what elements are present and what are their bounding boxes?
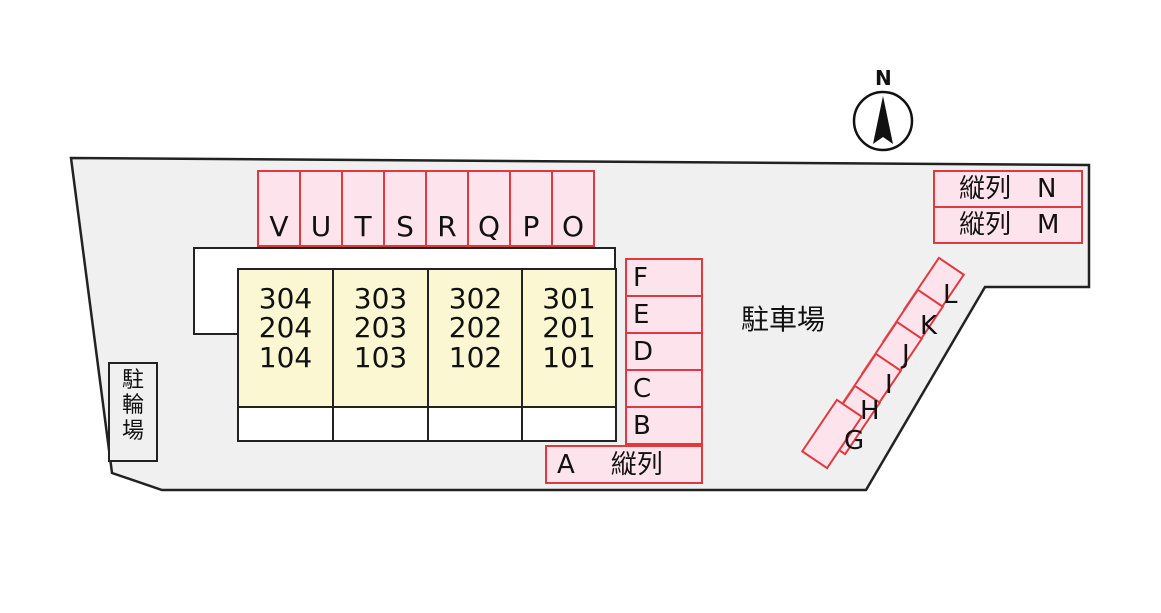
parking-slot-b[interactable]: B <box>625 406 703 445</box>
parking-slot-o[interactable]: O <box>551 170 595 247</box>
unit-202: 202 <box>448 311 503 345</box>
parking-slot-n[interactable]: 縦列 N <box>933 170 1083 208</box>
parking-slot-q[interactable]: Q <box>467 170 511 247</box>
parking-slot-l: L <box>943 280 958 310</box>
unit-303: 303 <box>353 282 408 315</box>
unit-302: 302 <box>448 282 503 315</box>
parking-slot-f[interactable]: F <box>625 258 703 297</box>
balcony-2 <box>427 406 524 442</box>
balcony-3 <box>332 406 429 442</box>
bike-parking: 駐 輪 場 <box>108 362 158 462</box>
unit-column-3[interactable]: 303 203 103 <box>332 268 429 408</box>
parking-slot-u[interactable]: U <box>299 170 343 247</box>
slot-a-note: 縦列 <box>610 449 663 480</box>
unit-column-2[interactable]: 302 202 102 <box>427 268 524 408</box>
unit-103: 103 <box>353 340 408 374</box>
parking-slot-m[interactable]: 縦列 M <box>933 206 1083 244</box>
parking-slot-e[interactable]: E <box>625 295 703 334</box>
parking-slot-r[interactable]: R <box>425 170 469 247</box>
parking-slot-p[interactable]: P <box>509 170 553 247</box>
slot-m-label: 縦列 <box>959 210 1012 240</box>
compass-north-label: N <box>875 66 892 90</box>
slot-n-label: 縦列 <box>959 174 1012 204</box>
unit-203: 203 <box>353 311 408 345</box>
parking-slot-h: H <box>860 396 880 426</box>
bike-parking-char-3: 場 <box>121 418 144 444</box>
slot-n-letter: N <box>1037 174 1057 204</box>
compass: N <box>850 66 916 156</box>
parking-slot-s[interactable]: S <box>383 170 427 247</box>
slot-m-letter: M <box>1037 210 1060 240</box>
unit-102: 102 <box>448 340 503 374</box>
parking-lot-label: 駐車場 <box>741 303 826 336</box>
unit-301: 301 <box>542 282 596 315</box>
unit-201: 201 <box>542 311 596 345</box>
slot-a-letter: A <box>557 449 575 480</box>
parking-slot-i: I <box>885 370 893 400</box>
parking-slot-g: G <box>844 426 865 456</box>
unit-304: 304 <box>258 282 313 315</box>
balcony-1 <box>521 406 617 442</box>
balcony-4 <box>237 406 334 442</box>
unit-column-4[interactable]: 304 204 104 <box>237 268 334 408</box>
unit-column-1[interactable]: 301 201 101 <box>521 268 617 408</box>
bike-parking-char-1: 駐 <box>121 368 144 393</box>
compass-arrow-icon <box>852 90 914 152</box>
parking-slot-j: J <box>902 340 910 370</box>
parking-slot-a[interactable]: A 縦列 <box>545 445 703 484</box>
unit-204: 204 <box>258 311 313 345</box>
parking-slot-k: K <box>920 311 938 341</box>
unit-101: 101 <box>542 340 596 374</box>
parking-slot-c[interactable]: C <box>625 369 703 408</box>
parking-slot-d[interactable]: D <box>625 332 703 371</box>
parking-slot-t[interactable]: T <box>341 170 385 247</box>
unit-104: 104 <box>258 340 313 374</box>
bike-parking-char-2: 輪 <box>121 393 144 419</box>
parking-slot-v[interactable]: V <box>257 170 301 247</box>
